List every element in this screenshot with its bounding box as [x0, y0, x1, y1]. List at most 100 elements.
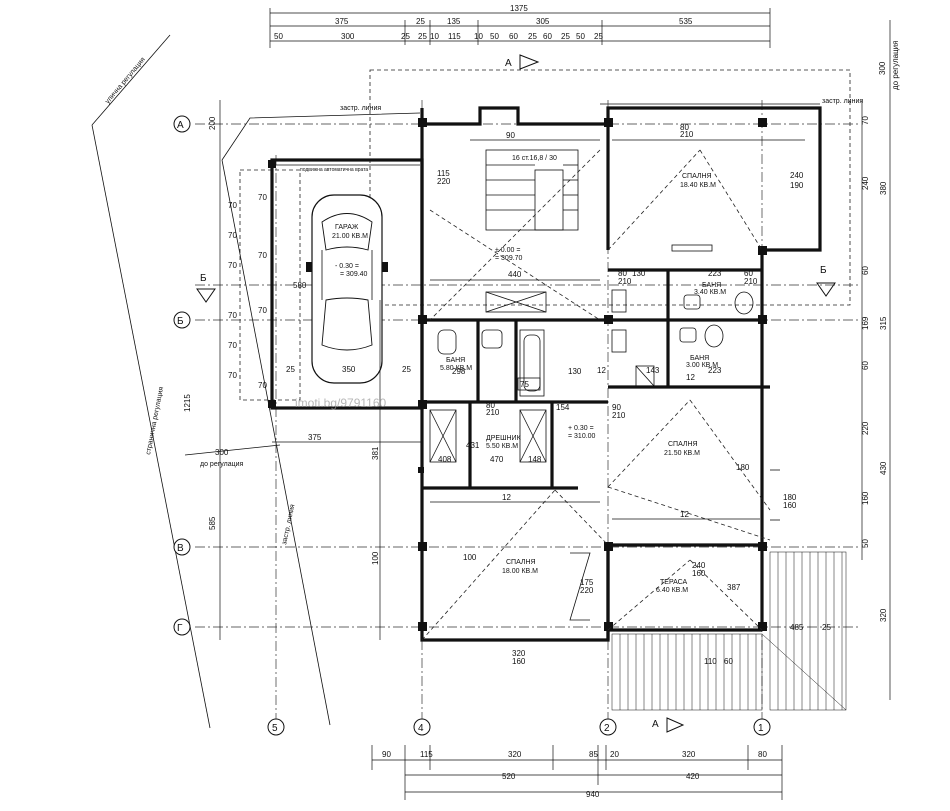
w10-a: 80 [618, 269, 627, 278]
side-regulation-label: странична регулация [145, 386, 165, 455]
wardrobe-name: ДРЕШНИК [486, 435, 522, 442]
w3-b: 210 [680, 130, 694, 139]
right-dimensions: 300 до регулация 70 380 240 60 315 169 6… [861, 20, 900, 700]
section-a-bottom: А [652, 719, 659, 730]
dim-wardrobe-148: 470 [490, 455, 504, 464]
dim-top-50b: 50 [490, 32, 499, 41]
bath2-name: БАНЯ [702, 282, 721, 289]
svg-text:70: 70 [228, 231, 237, 240]
axis-row-b [173, 311, 191, 329]
section-b-left: Б [200, 273, 207, 284]
entry-abs: = 309.70 [495, 255, 523, 262]
dim-garage-25b: 25 [402, 365, 411, 374]
dim-bed2-408: 12 [680, 510, 689, 519]
w2-b: 190 [790, 181, 804, 190]
w11-b: 210 [744, 277, 758, 286]
w4-a: 80 [486, 401, 495, 410]
watermark: imoti.bg/9791160 [295, 396, 387, 410]
w1-a: 115 [437, 169, 450, 178]
svg-text:70: 70 [258, 193, 267, 202]
terrace: ТЕРАСА 6.40 КВ.М 387 240 160 [607, 551, 847, 711]
dim-garage-350: 350 [342, 365, 356, 374]
svg-text:70: 70 [228, 311, 237, 320]
wardrobe: ДРЕШНИК 5.50 КВ.М 470 408 148 431 154 + … [429, 403, 596, 464]
dim-garage-25a: 25 [286, 365, 295, 374]
w7-b: 220 [580, 586, 594, 595]
w6-a: 180 [783, 493, 797, 502]
w2-a: 240 [790, 171, 804, 180]
hall-level: + 0.30 = [568, 425, 594, 432]
dim-110a: 90 [506, 131, 515, 140]
build-line-top-label: застр. линия [340, 105, 381, 112]
dim-right-430: 430 [879, 461, 888, 475]
dim-bath3-12b: 12 [686, 373, 695, 382]
axis-col-1-label: 1 [758, 723, 764, 734]
dim-300-ref: 300 [215, 448, 229, 457]
dim-bottom-80: 80 [758, 750, 767, 759]
dim-wardrobe-180: 431 [466, 441, 480, 450]
axis-col-2 [599, 718, 617, 736]
dim-bath2-130: 130 [632, 269, 646, 278]
dim-right-50: 50 [861, 539, 870, 548]
section-markers: А А Б Б [196, 54, 836, 733]
dim-bath1-100: 75 [520, 380, 529, 389]
dim-right-380: 380 [879, 181, 888, 195]
bedroom2-name: СПАЛНЯ [668, 441, 698, 448]
bedroom-3: СПАЛНЯ 18.00 КВ.М 12 100 175 220 320 160 [421, 489, 609, 666]
wardrobe-area: 5.50 КВ.М [486, 443, 518, 450]
axis-row-g [173, 618, 191, 636]
dim-bottom-520: 520 [502, 772, 516, 781]
garage-abs: = 309.40 [340, 271, 368, 278]
axis-col-5 [267, 718, 285, 736]
dim-top-60b: 60 [543, 32, 552, 41]
dim-right-315: 315 [879, 316, 888, 330]
w10-b: 210 [618, 277, 632, 286]
svg-text:70: 70 [228, 201, 237, 210]
dim-left-154: 381 [371, 446, 380, 460]
svg-text:70: 70 [258, 306, 267, 315]
street-regulation-label: улична регулация [104, 56, 147, 105]
bedroom2-area: 21.50 КВ.М [664, 450, 700, 457]
dim-wardrobe-75b: 148 [528, 455, 542, 464]
bath3-area: 3.00 КВ.М [686, 362, 718, 369]
svg-text:70: 70 [228, 261, 237, 270]
dim-terrace-70: 25 [822, 623, 831, 632]
w8-b: 160 [512, 657, 526, 666]
dim-garage-375: 375 [308, 433, 322, 442]
bedroom1-area: 18.40 КВ.М [680, 182, 716, 189]
dim-top-50a: 50 [274, 32, 283, 41]
terrace-name: ТЕРАСА [660, 579, 688, 586]
dim-right-169: 169 [861, 316, 870, 330]
dim-top-25e: 25 [594, 32, 603, 41]
opening-labels: 115 220 80 210 80 210 90 210 80 210 60 2… [437, 123, 758, 420]
dim-garage-580: 580 [293, 281, 307, 290]
dim-bottom-940: 940 [586, 790, 600, 799]
garage-door-label: подвижна автоматична врата [300, 167, 368, 173]
axis-row-a-label: А [177, 120, 184, 131]
entry-hall: ± 0.00 = = 309.70 440 [429, 149, 601, 321]
svg-text:70: 70 [258, 381, 267, 390]
dim-right-160: 160 [861, 491, 870, 505]
dim-terrace-90: 485 [790, 623, 804, 632]
dim-bottom-90: 90 [382, 750, 391, 759]
dim-bottom-20: 20 [610, 750, 619, 759]
ref-left-label: до регулация [200, 461, 244, 468]
dim-top-535: 535 [679, 17, 693, 26]
dim-top-25b: 25 [418, 32, 427, 41]
dim-top-300: 300 [341, 32, 355, 41]
entry-level: ± 0.00 = [495, 247, 520, 254]
axis-row-a [173, 115, 191, 133]
dim-top-10a: 10 [430, 32, 439, 41]
top-dimensions: 1375 375 25 135 305 535 50 300 25 25 10 … [269, 4, 771, 48]
axis-col-2-label: 2 [604, 723, 610, 734]
garage-level: - 0.30 = [335, 263, 359, 270]
terrace-area: 6.40 КВ.М [656, 587, 688, 594]
garage-area: 21.00 КВ.М [332, 233, 368, 240]
w9-b: 160 [692, 569, 706, 578]
car-icon [306, 194, 388, 384]
bedroom-1: СПАЛНЯ 18.40 КВ.М 90 240 190 [506, 131, 805, 252]
build-line-top2-label: застр. линия [822, 98, 863, 105]
axis-col-4-label: 4 [418, 723, 424, 734]
dim-terrace-175: 387 [727, 583, 741, 592]
dim-right-ref: до регулация [891, 41, 900, 90]
